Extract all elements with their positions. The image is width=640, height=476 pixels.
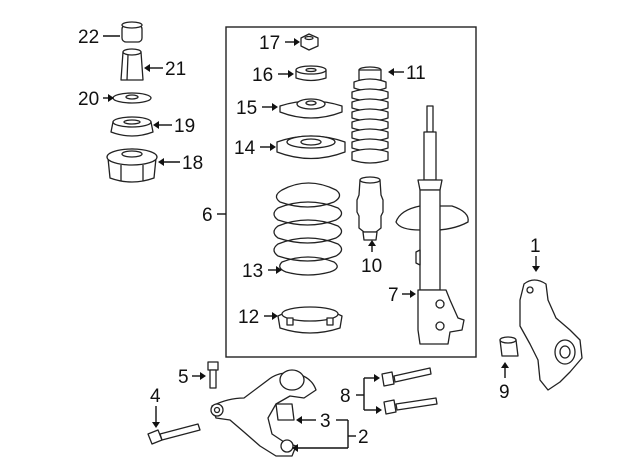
- callout-3: 3: [320, 411, 331, 432]
- callout-17: 17: [259, 33, 280, 54]
- callout-4: 4: [150, 386, 161, 407]
- callout-6: 6: [202, 205, 213, 226]
- callout-11: 11: [406, 63, 426, 84]
- callout-12: 12: [238, 307, 259, 328]
- callout-5: 5: [178, 367, 189, 388]
- part-8-bolt-lower: [383, 397, 438, 415]
- callout-21: 21: [165, 59, 186, 80]
- part-17-nut: [300, 33, 319, 51]
- part-11-dust-boot: [351, 66, 389, 164]
- part-13-coil-spring: [273, 182, 343, 276]
- part-8-bolt-upper: [381, 367, 432, 387]
- callout-14: 14: [234, 138, 256, 159]
- part-18-mount: [106, 148, 158, 183]
- callout-22: 22: [78, 27, 99, 48]
- part-4-bolt: [147, 423, 201, 445]
- callout-9: 9: [499, 382, 510, 403]
- strut-assembly-box: [225, 26, 477, 358]
- part-12-lower-seat: [277, 306, 343, 334]
- callout-16: 16: [252, 65, 273, 86]
- part-14-bearing: [276, 135, 346, 160]
- part-20-washer: [112, 92, 152, 104]
- callout-8: 8: [340, 386, 351, 407]
- part-21-bushing: [120, 48, 144, 81]
- part-9-bushing: [499, 336, 519, 357]
- callout-7: 7: [388, 285, 399, 306]
- callout-13: 13: [242, 261, 263, 282]
- part-16-washer: [295, 65, 327, 82]
- part-1-knuckle: [519, 279, 583, 391]
- callout-10: 10: [361, 256, 382, 277]
- callout-18: 18: [182, 153, 203, 174]
- part-19-spring-seat: [110, 116, 154, 137]
- callout-19: 19: [174, 116, 195, 137]
- callout-15: 15: [236, 98, 257, 119]
- part-15-upper-seat: [279, 98, 343, 119]
- part-5-bolt: [207, 361, 219, 389]
- part-22-cap: [121, 21, 143, 43]
- callout-1: 1: [530, 236, 541, 257]
- part-7-strut: [395, 105, 469, 345]
- part-2-control-arm: [210, 369, 317, 457]
- callout-2: 2: [358, 427, 369, 448]
- part-10-bump-stop: [356, 176, 384, 241]
- callout-20: 20: [78, 89, 99, 110]
